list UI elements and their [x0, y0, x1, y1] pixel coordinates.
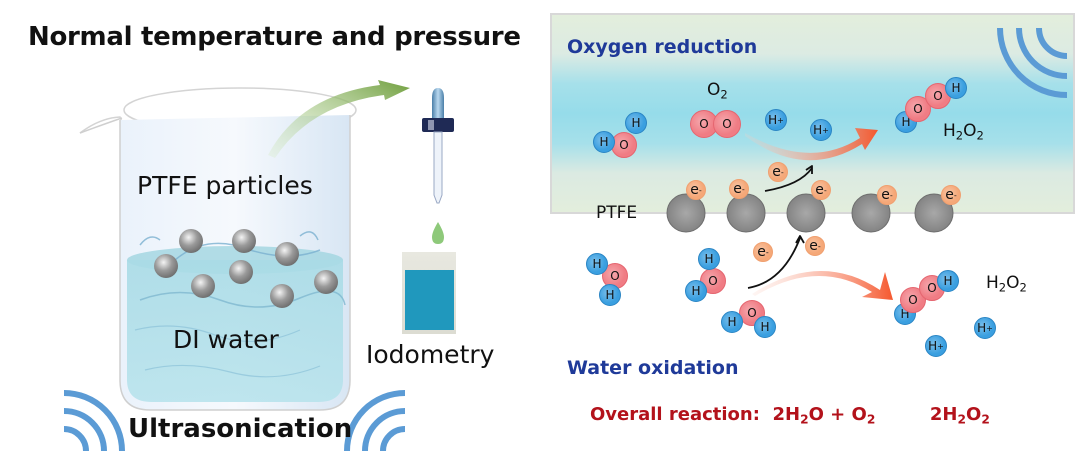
- heading-oxygen-reduction: Oxygen reduction: [567, 36, 758, 58]
- ptfe-sphere: [726, 193, 766, 233]
- label-ptfe: PTFE: [596, 203, 638, 223]
- h2o2-sub2: 2: [1019, 280, 1027, 295]
- dropper-icon: [422, 88, 454, 204]
- o2-sub: 2: [720, 87, 728, 102]
- particle: [270, 284, 294, 308]
- ptfe-sphere: [914, 193, 954, 233]
- electron: e-: [729, 179, 749, 199]
- electron: e-: [805, 236, 825, 256]
- heading-water-oxidation: Water oxidation: [567, 357, 739, 379]
- label-h2o2-top: H2O2: [943, 121, 984, 142]
- h2o2-o: O: [963, 121, 977, 141]
- oxygen-atom: O: [611, 132, 637, 158]
- hydrogen-atom: H: [945, 77, 967, 99]
- h2o2-sub2: 2: [976, 128, 984, 143]
- label-ultrasonication: Ultrasonication: [128, 414, 353, 444]
- particle: [275, 242, 299, 266]
- hydrogen-atom: H: [754, 316, 776, 338]
- electron: e-: [686, 180, 706, 200]
- green-arrow-icon: [268, 80, 410, 158]
- ptfe-particles-in-beaker: [154, 229, 338, 308]
- beaker-icon: [79, 87, 357, 411]
- electron-transfer-arrows: [747, 165, 813, 289]
- particle: [314, 270, 338, 294]
- reactants: 2H2O + O2: [772, 404, 876, 427]
- hydrogen-atom: H: [685, 280, 707, 302]
- proton: H+: [925, 335, 947, 357]
- ptfe-spheres: [666, 193, 954, 233]
- reduction-arrow-icon: [745, 128, 878, 161]
- oxygen-atom: O: [690, 110, 718, 138]
- electron: e-: [753, 242, 773, 262]
- hydrogen-atom: H: [937, 270, 959, 292]
- particle: [229, 260, 253, 284]
- electron: e-: [768, 162, 788, 182]
- particle: [154, 254, 178, 278]
- ultrasound-waves-icon-panel: [997, 27, 1068, 98]
- droplet-icon: [432, 222, 444, 244]
- hydrogen-atom: H: [586, 253, 608, 275]
- h2o2-sub1: 2: [998, 280, 1007, 295]
- oxygen-atom: O: [700, 268, 726, 294]
- ultrasound-waves-icon-right: [344, 390, 406, 452]
- electron: e-: [941, 185, 961, 205]
- title-normal-temperature-pressure: Normal temperature and pressure: [28, 22, 521, 52]
- test-strip-icon: [402, 252, 456, 334]
- ptfe-sphere: [786, 193, 826, 233]
- h2o2-o: O: [1006, 273, 1020, 293]
- hydrogen-atom: H: [625, 112, 647, 134]
- label-o2: O2: [707, 80, 728, 101]
- label-di-water: DI water: [173, 325, 279, 354]
- label-ptfe-particles: PTFE particles: [137, 171, 313, 200]
- h2o2-h: H: [986, 273, 999, 293]
- oxidation-arrow-icon: [752, 270, 893, 300]
- ptfe-sphere: [851, 193, 891, 233]
- h2o2-sub1: 2: [955, 128, 964, 143]
- label-h2o2-bottom: H2O2: [986, 273, 1027, 294]
- ptfe-sphere: [666, 193, 706, 233]
- electron: e-: [811, 180, 831, 200]
- oxygen-atom: O: [739, 300, 765, 326]
- hydrogen-atom: H: [698, 248, 720, 270]
- proton: H+: [810, 119, 832, 141]
- hydrogen-atom: H: [599, 284, 621, 306]
- products: 2H2O2: [929, 404, 990, 427]
- label-iodometry: Iodometry: [366, 340, 495, 369]
- overall-prefix: Overall reaction:: [590, 404, 760, 425]
- ultrasound-waves-icon-left: [63, 390, 125, 452]
- particle: [191, 274, 215, 298]
- o2-main: O: [707, 80, 721, 100]
- particle: [179, 229, 203, 253]
- h2o2-h: H: [943, 121, 956, 141]
- hydrogen-atom: H: [593, 131, 615, 153]
- particle: [232, 229, 256, 253]
- proton: H+: [765, 109, 787, 131]
- oxygen-atom: O: [713, 110, 741, 138]
- electron: e-: [877, 185, 897, 205]
- overall-reaction: Overall reaction: 2H2O + O2 2H2O2: [590, 404, 990, 427]
- proton: H+: [974, 317, 996, 339]
- hydrogen-atom: H: [721, 311, 743, 333]
